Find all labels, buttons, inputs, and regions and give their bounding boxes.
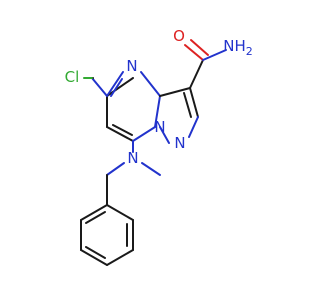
atom-pyrazole-n1: N — [174, 134, 185, 152]
bond-n4-c5 — [106, 71, 124, 97]
ph-b1 — [106, 204, 134, 221]
bond-c3a-c3 — [159, 87, 191, 97]
amide-subscript-2: 2 — [246, 45, 253, 58]
bond-c4-c7 — [106, 126, 134, 142]
bond-camide-n — [202, 49, 227, 61]
bond-n-bridge-c3a — [154, 95, 161, 128]
atom-amine-n: N — [127, 149, 138, 167]
bond-n-amine-methyl — [141, 162, 161, 176]
bond-n4-c3a — [140, 71, 161, 97]
ph-b6 — [80, 204, 108, 221]
bond-n1-n-bridge — [159, 126, 170, 144]
bond-n4-c5-double — [110, 78, 123, 97]
atom-chlorine: Cl — [65, 68, 80, 86]
atom-amide-o: O — [173, 27, 185, 45]
atom-bridge-n: N — [154, 118, 165, 136]
atom-pyrimidine-n4: N — [126, 57, 137, 75]
bond-c3-c2 — [189, 87, 199, 118]
ph-b3 — [106, 249, 134, 266]
bond-c3-c2-double — [183, 92, 192, 118]
ph-d2 — [85, 246, 106, 259]
bond-camide-o-double — [190, 39, 209, 56]
bond-n-amine-ch2 — [106, 162, 125, 176]
ph-b4 — [80, 249, 108, 266]
bond-c7-n-bridge — [132, 126, 156, 142]
ph-d3 — [85, 211, 106, 224]
bond-c5-c6 — [106, 77, 134, 97]
bond-c7-c6-double — [112, 124, 133, 136]
bond-c2-n1 — [188, 116, 199, 138]
bond-c5-n4 — [91, 77, 108, 97]
atom-amide-nh2: NH2 — [223, 37, 253, 58]
bond-c3-camide — [189, 59, 204, 89]
bond-camide-o — [184, 44, 204, 61]
structure-canvas: Cl N N N N O NH2 — [65, 27, 253, 266]
molecule-diagram: Cl N N N N O NH2 — [65, 27, 253, 266]
amide-nh-text: NH — [223, 37, 246, 55]
